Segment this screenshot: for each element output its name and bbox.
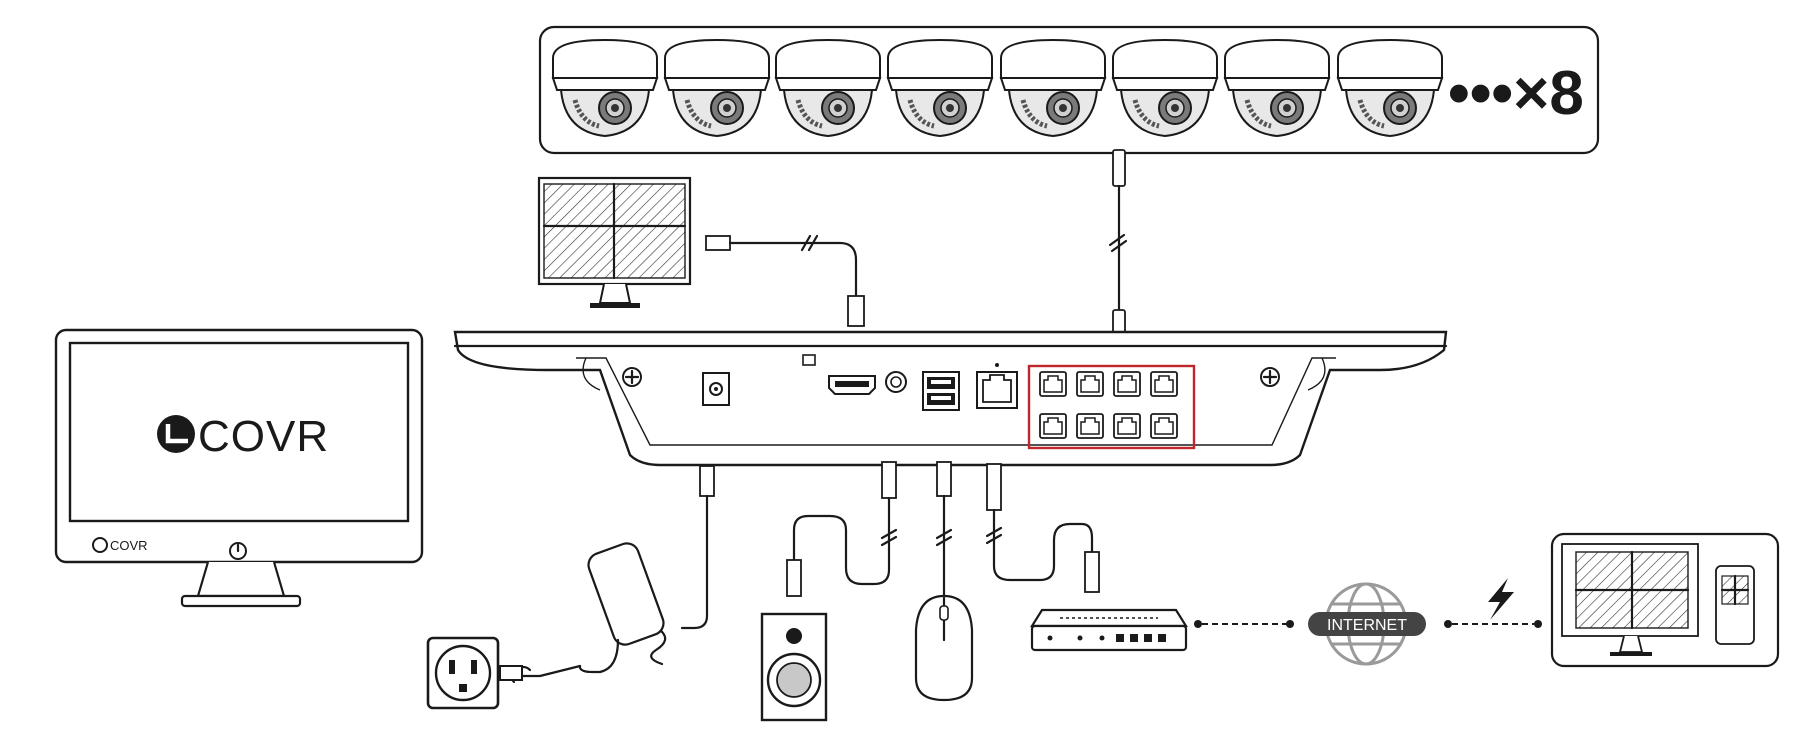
- lightning-icon: [1488, 578, 1514, 620]
- remote-viewing-device: [1550, 532, 1780, 668]
- camera-count-label: •••×8: [1448, 59, 1584, 128]
- internet-badge: [1308, 612, 1426, 636]
- hdmi-monitor: [537, 176, 692, 308]
- router-icon: [1030, 608, 1188, 652]
- camera-ethernet-cable: [1108, 149, 1128, 353]
- mouse-cable: [935, 461, 953, 602]
- internet-label: INTERNET: [1327, 617, 1407, 634]
- covr-small-logo-icon: [92, 537, 108, 553]
- router-internet-link: [1194, 620, 1294, 628]
- camera-panel: •••×8: [538, 25, 1600, 155]
- internet-globe-icon: INTERNET: [1308, 582, 1426, 666]
- audio-port: [885, 371, 907, 393]
- main-monitor: COVR COVR: [54, 328, 424, 608]
- mouse-icon: [914, 594, 974, 702]
- power-adapter: [504, 542, 665, 684]
- power-outlet-icon: [426, 636, 523, 710]
- hdmi-port: [828, 375, 876, 395]
- router-cable: [985, 463, 1100, 593]
- monitor-brand-logo: COVR: [198, 412, 329, 461]
- usb-ports: [922, 371, 960, 411]
- speaker-cable: [786, 461, 898, 597]
- lan-port: [976, 363, 1018, 409]
- speaker-icon: [760, 612, 828, 722]
- dc-power-port: [702, 372, 730, 406]
- poe-ports-highlight: [1027, 364, 1196, 450]
- monitor-bezel-brand: COVR: [110, 538, 148, 553]
- hdmi-cable: [705, 234, 865, 327]
- internet-remote-link: [1444, 578, 1542, 628]
- power-button-icon: [229, 542, 247, 560]
- covr-logo-icon: [157, 415, 195, 453]
- reset-button: [802, 354, 816, 366]
- nvr-rear-panel: [453, 330, 1448, 467]
